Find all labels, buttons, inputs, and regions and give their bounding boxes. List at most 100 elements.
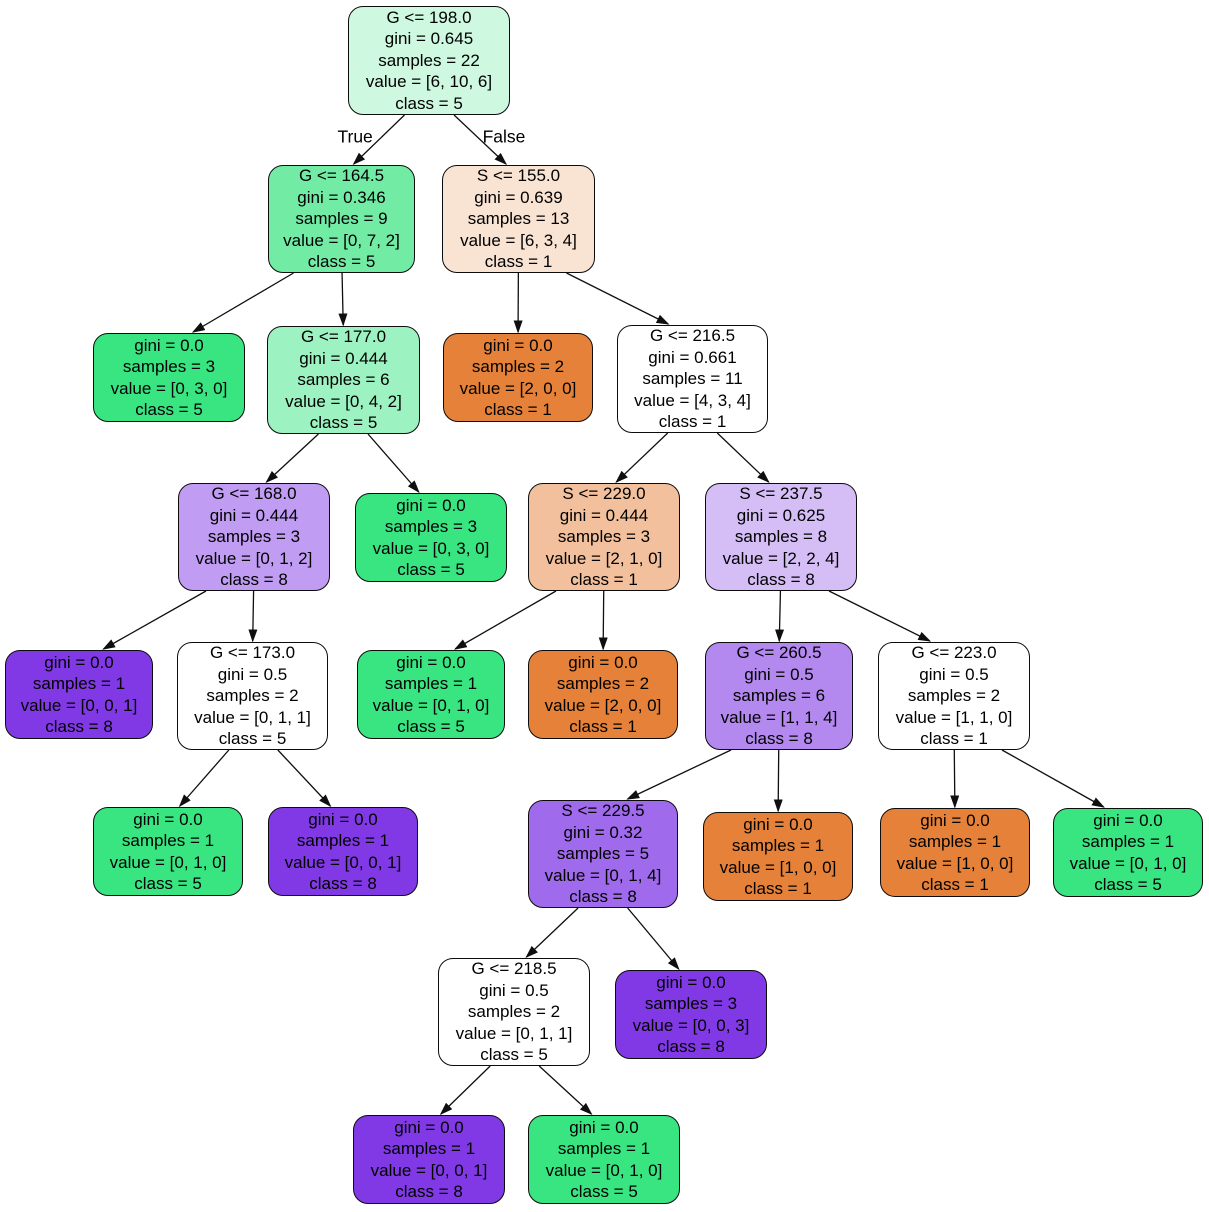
node-class: class = 5	[309, 413, 378, 433]
node-gini: gini = 0.625	[736, 505, 826, 525]
tree-edge-9-14	[598, 590, 608, 651]
node-class: class = 1	[921, 874, 989, 894]
node-gini: gini = 0.0	[483, 335, 553, 355]
node-value: value = [2, 1, 0]	[545, 548, 663, 568]
node-samples: samples = 1	[731, 836, 825, 856]
node-gini: gini = 0.661	[648, 347, 737, 367]
node-value: value = [0, 4, 2]	[285, 391, 402, 411]
node-value: value = [0, 1, 0]	[372, 695, 490, 715]
node-samples: samples = 1	[557, 1139, 651, 1159]
node-class: class = 8	[747, 570, 815, 590]
node-value: value = [0, 0, 3]	[632, 1015, 750, 1035]
node-class: class = 5	[1094, 874, 1162, 894]
node-samples: samples = 1	[32, 674, 126, 694]
node-samples: samples = 2	[556, 674, 650, 694]
node-split-condition: S <= 155.0	[476, 166, 561, 186]
node-samples: samples = 3	[644, 994, 738, 1014]
node-gini: gini = 0.0	[920, 810, 990, 830]
node-samples: samples = 11	[642, 369, 743, 389]
node-value: value = [0, 1, 1]	[455, 1023, 573, 1043]
node-class: class = 8	[395, 1181, 463, 1201]
tree-edge-10-16	[828, 590, 932, 642]
tree-edge-7-11	[102, 590, 207, 650]
tree-edge-1-3	[191, 272, 294, 333]
node-samples: samples = 1	[121, 831, 215, 851]
node-gini: gini = 0.5	[217, 664, 288, 684]
node-samples: samples = 2	[471, 357, 565, 377]
node-class: class = 8	[745, 729, 813, 749]
node-value: value = [0, 0, 1]	[284, 852, 402, 872]
node-value: value = [0, 1, 4]	[544, 865, 662, 885]
node-class: class = 1	[658, 412, 727, 432]
node-gini: gini = 0.0	[569, 1117, 639, 1137]
node-gini: gini = 0.346	[297, 187, 386, 207]
node-value: value = [4, 3, 4]	[634, 390, 751, 410]
node-class: class = 8	[309, 873, 377, 893]
tree-edge-6-10	[716, 432, 770, 484]
node-value: value = [0, 1, 1]	[194, 707, 311, 727]
node-value: value = [0, 1, 2]	[195, 548, 313, 568]
tree-edge-9-13	[453, 590, 557, 650]
tree-edge-4-8	[367, 433, 420, 494]
node-class: class = 5	[397, 559, 465, 579]
node-class: class = 5	[307, 252, 376, 272]
node-value: value = [2, 0, 0]	[544, 695, 662, 715]
node-gini: gini = 0.0	[656, 972, 726, 992]
node-gini: gini = 0.444	[299, 348, 388, 368]
node-value: value = [1, 1, 4]	[720, 707, 838, 727]
node-class: class = 8	[45, 716, 113, 736]
node-value: value = [6, 3, 4]	[460, 230, 577, 250]
node-value: value = [0, 1, 0]	[1069, 853, 1187, 873]
tree-edge-0-1	[352, 114, 405, 166]
node-split-condition: G <= 260.5	[736, 643, 822, 663]
node-samples: samples = 1	[908, 832, 1002, 852]
tree-edge-16-22	[1001, 749, 1105, 808]
node-class: class = 1	[484, 399, 552, 419]
node-gini: gini = 0.5	[919, 664, 989, 684]
node-samples: samples = 8	[734, 527, 828, 547]
node-samples: samples = 5	[556, 844, 650, 864]
node-value: value = [0, 3, 0]	[110, 378, 228, 398]
node-class: class = 8	[657, 1036, 725, 1056]
node-gini: gini = 0.444	[209, 505, 299, 525]
node-gini: gini = 0.0	[308, 809, 378, 829]
node-split-condition: G <= 173.0	[209, 643, 296, 663]
node-gini: gini = 0.0	[396, 495, 466, 515]
node-samples: samples = 1	[296, 831, 390, 851]
node-gini: gini = 0.5	[479, 980, 549, 1000]
edge-label-false: False	[483, 127, 526, 147]
tree-edge-0-2	[453, 114, 508, 166]
node-gini: gini = 0.0	[1093, 810, 1163, 830]
node-samples: samples = 6	[297, 370, 390, 390]
node-gini: gini = 0.32	[563, 822, 643, 842]
node-class: class = 5	[135, 399, 203, 419]
node-split-condition: G <= 198.0	[386, 7, 472, 27]
node-gini: gini = 0.639	[474, 187, 563, 207]
node-split-condition: G <= 216.5	[649, 326, 736, 346]
node-value: value = [6, 10, 6]	[365, 72, 493, 92]
node-gini: gini = 0.0	[134, 335, 204, 355]
tree-edge-19-23	[525, 907, 579, 959]
tree-edge-23-26	[538, 1065, 593, 1116]
node-samples: samples = 3	[384, 517, 478, 537]
node-value: value = [0, 1, 0]	[109, 852, 227, 872]
node-split-condition: G <= 168.0	[211, 484, 297, 504]
node-class: class = 5	[134, 873, 202, 893]
